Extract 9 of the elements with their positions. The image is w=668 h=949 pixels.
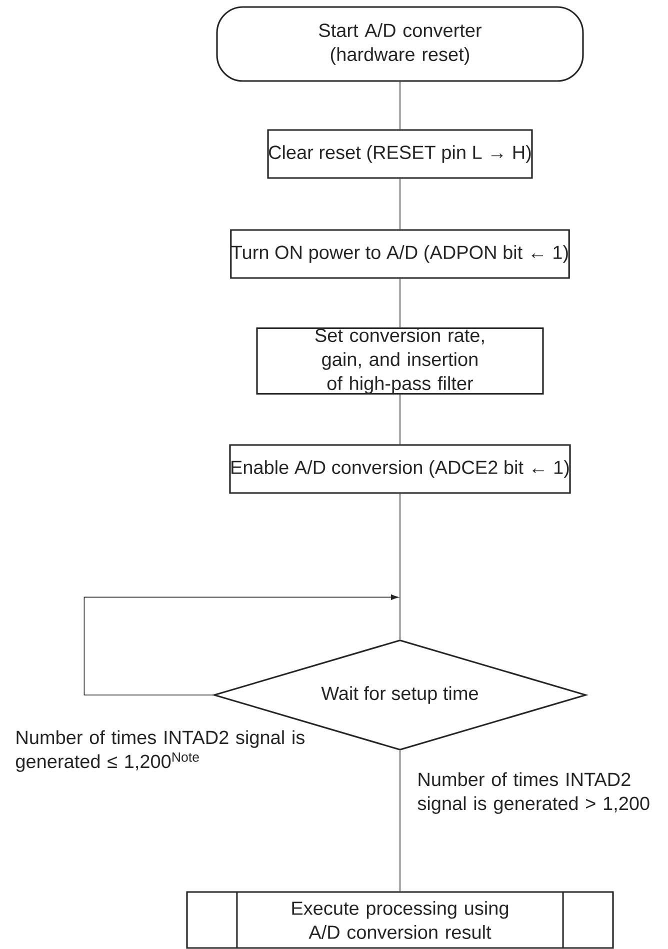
predefined-process-box: Execute processing using A/D conversion result xyxy=(186,891,614,949)
process-box: Set conversion rate, gain, and insertion of high-pass filter xyxy=(256,327,544,395)
edge-label: Number of times INTAD2 signal is generated ≤ 1,200$^{Note}$ xyxy=(16,730,304,772)
process-box: Turn ON power to A/D (ADPON bit ← 1) xyxy=(230,229,570,279)
edge-label: Number of times INTAD2 signal is generated > 1,200 xyxy=(418,772,650,814)
process-box: Enable A/D conversion (ADCE2 bit ← 1) xyxy=(229,444,571,494)
start-terminal: Start A/D converter (hardware reset) xyxy=(216,6,584,82)
process-box: Clear reset (RESET pin L → H) xyxy=(267,129,533,179)
arrow xyxy=(84,594,399,696)
